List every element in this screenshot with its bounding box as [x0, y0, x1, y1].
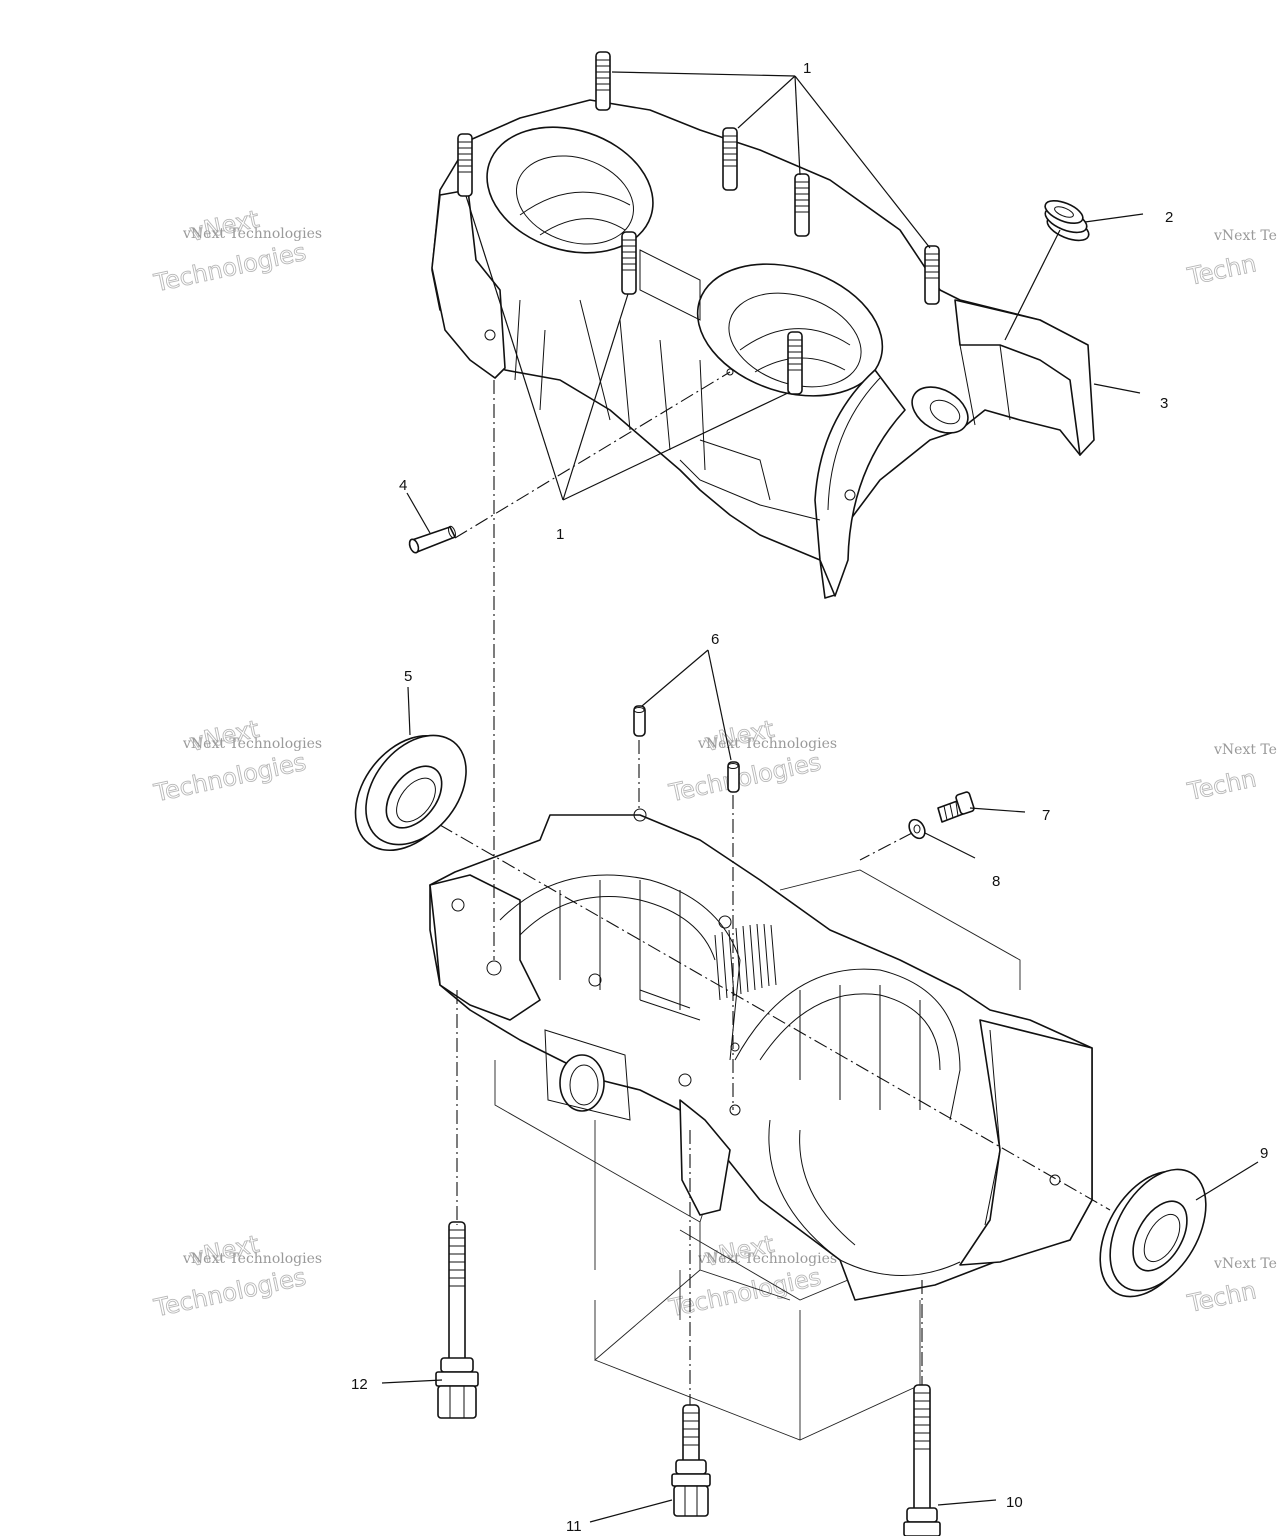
svg-text:Techn: Techn	[1184, 764, 1258, 806]
svg-text:vNext Technologies: vNext Technologies	[697, 736, 837, 752]
callout-7: 7	[1042, 807, 1050, 824]
leader-lines	[381, 71, 1259, 1523]
svg-text:Technologies: Technologies	[151, 238, 309, 298]
grommet-part-2	[1044, 199, 1090, 242]
stud	[722, 127, 738, 191]
stud	[621, 231, 637, 295]
svg-text:Technologies: Technologies	[151, 748, 309, 808]
svg-text:Technologies: Technologies	[151, 1263, 309, 1323]
callout-3: 3	[1160, 395, 1168, 412]
svg-text:vNext Technologies: vNext Technologies	[182, 1251, 322, 1267]
callout-2: 2	[1165, 209, 1173, 226]
stud	[794, 173, 810, 237]
callout-8: 8	[992, 873, 1000, 890]
plug-part-7	[937, 791, 975, 823]
svg-text:Technologies: Technologies	[666, 748, 824, 808]
svg-text:vNext Te: vNext Te	[1213, 228, 1277, 244]
assembly-lines	[439, 371, 1111, 1405]
svg-text:vNext Te: vNext Te	[1213, 1256, 1277, 1272]
stud	[457, 133, 473, 197]
callout-5: 5	[404, 668, 412, 685]
oil-seal-part-5	[354, 734, 467, 852]
oil-seal-part-9	[1099, 1168, 1207, 1298]
callout-1-bottom: 1	[556, 526, 564, 543]
callout-10: 10	[1006, 1494, 1023, 1511]
stud	[595, 51, 611, 111]
watermark: vNext Technologies vNext Technologies	[150, 714, 322, 808]
svg-text:vNext Te: vNext Te	[1213, 742, 1277, 758]
watermark: vNext Technologies vNext Technologies	[665, 1229, 837, 1323]
watermark: vNext Technologies vNext Technologies	[150, 1229, 322, 1323]
svg-text:vNext Technologies: vNext Technologies	[182, 226, 322, 242]
callout-11: 11	[566, 1518, 582, 1535]
watermark: vNext Technologies vNext Technologies	[665, 714, 837, 808]
callout-labels: 1 1 2 3 4 5 6 7 8 9 10 11 12	[351, 60, 1268, 1535]
svg-text:vNext Technologies: vNext Technologies	[182, 736, 322, 752]
stud	[924, 245, 940, 305]
stud	[787, 331, 803, 395]
bolt-part-12	[435, 1221, 479, 1419]
callout-6: 6	[711, 631, 719, 648]
pin-part-4	[408, 525, 456, 554]
callout-4: 4	[399, 477, 407, 494]
svg-text:Techn: Techn	[1184, 249, 1258, 291]
dowel-part-6	[633, 705, 740, 793]
bolt-part-10	[903, 1384, 941, 1536]
washer-part-8	[908, 818, 926, 840]
svg-text:vNext Technologies: vNext Technologies	[697, 1251, 837, 1267]
callout-1-top: 1	[803, 60, 811, 77]
lower-crankcase	[429, 808, 1093, 1441]
callout-9: 9	[1260, 1145, 1268, 1162]
callout-12: 12	[351, 1376, 368, 1393]
upper-crankcase	[431, 51, 1095, 599]
watermark: vNext Technologies vNext Technologies	[150, 204, 322, 298]
svg-text:Techn: Techn	[1184, 1276, 1258, 1318]
bolt-part-11	[671, 1404, 711, 1517]
